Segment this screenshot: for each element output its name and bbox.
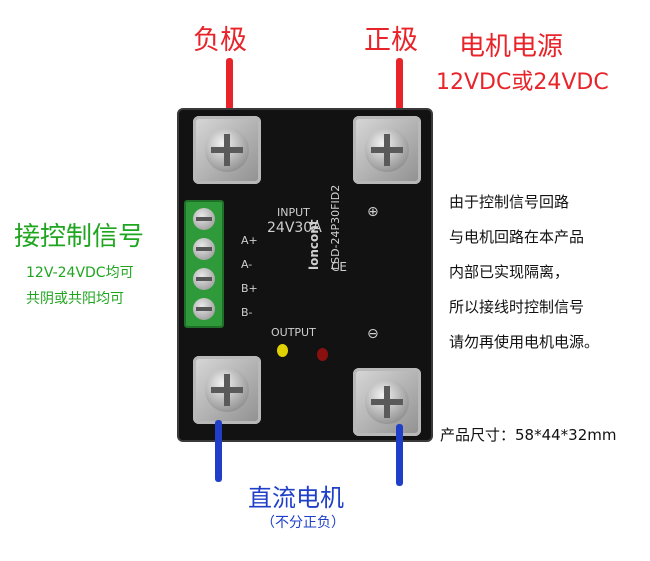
red-led-icon xyxy=(317,348,328,361)
motor-supply-label: 电机电源 xyxy=(459,32,564,62)
motor-voltage-label: 12VDC或24VDC xyxy=(436,70,609,95)
screw-icon xyxy=(205,128,249,172)
pin-label-b-plus: B+ xyxy=(241,282,258,295)
pin-label-a-plus: A+ xyxy=(241,234,258,247)
negative-label: 负极 xyxy=(193,25,247,56)
control-terminal-block xyxy=(184,200,224,328)
terminal-top-left xyxy=(193,116,261,184)
note-line-3: 内部已实现隔离， xyxy=(449,263,570,281)
yellow-led-icon xyxy=(277,344,288,357)
motor-wire-right xyxy=(396,424,403,486)
size-label: 产品尺寸：58*44*32mm xyxy=(440,426,617,444)
note-line-1: 由于控制信号回路 xyxy=(449,193,570,211)
control-signal-label: 接控制信号 xyxy=(14,222,145,252)
ce-mark: CE xyxy=(331,260,347,274)
motor-wire-left xyxy=(215,420,222,482)
control-common-label: 共阴或共阳均可 xyxy=(26,291,124,307)
negative-wire xyxy=(226,58,233,110)
terminal-top-right xyxy=(353,116,421,184)
rating-label: 24V30A xyxy=(267,220,322,236)
plus-symbol-icon: ⊕ xyxy=(367,204,379,220)
output-label: OUTPUT xyxy=(271,326,316,339)
minus-symbol-icon: ⊖ xyxy=(367,326,379,342)
pin-label-b-minus: B- xyxy=(241,306,253,319)
note-line-4: 所以接线时控制信号 xyxy=(449,298,585,316)
screw-icon xyxy=(193,298,215,320)
control-voltage-label: 12V-24VDC均可 xyxy=(26,265,134,281)
model-label: LSD-24P30FID2 xyxy=(329,184,342,270)
dc-motor-label: 直流电机 xyxy=(248,484,344,512)
screw-icon xyxy=(193,268,215,290)
note-line-5: 请勿再使用电机电源。 xyxy=(449,333,600,351)
note-line-2: 与电机回路在本产品 xyxy=(449,228,585,246)
screw-icon xyxy=(193,208,215,230)
screw-icon xyxy=(365,380,409,424)
screw-icon xyxy=(193,238,215,260)
input-label: INPUT xyxy=(277,206,310,219)
relay-body: INPUT 24V30A A+ A- B+ B- LSD-24P30FID2 l… xyxy=(177,108,433,442)
pin-label-a-minus: A- xyxy=(241,258,253,271)
positive-label: 正极 xyxy=(364,25,418,56)
terminal-bottom-left xyxy=(193,356,261,424)
screw-icon xyxy=(205,368,249,412)
positive-wire xyxy=(396,58,403,110)
screw-icon xyxy=(365,128,409,172)
brand-label: loncont xyxy=(307,219,321,270)
dc-motor-sub-label: （不分正负） xyxy=(261,515,345,531)
terminal-bottom-right xyxy=(353,368,421,436)
